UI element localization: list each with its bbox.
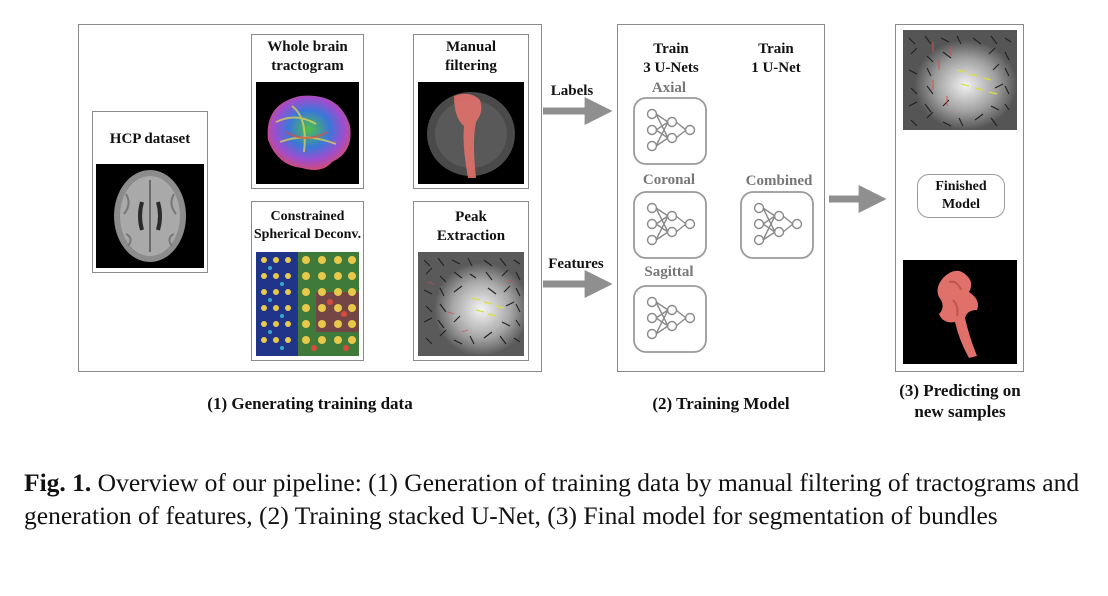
combined-label: Combined [745, 173, 813, 189]
train-1-unet-label: Train 1 U-Net [751, 41, 801, 76]
input-peak-image [903, 30, 1017, 130]
finished-model-label: Finished Model [935, 179, 987, 212]
unet-network-icons [633, 97, 814, 353]
peak-field-image [418, 252, 524, 356]
sagittal-label: Sagittal [644, 264, 694, 280]
figure-number: Fig. 1. [24, 468, 92, 497]
coronal-label: Coronal [642, 172, 696, 188]
tractogram-image [256, 82, 359, 184]
panel2-caption: (2) Training Model [652, 394, 790, 413]
tractogram-label: Whole brain tractogram [267, 39, 348, 74]
manual-filtering-label: Manual filtering [445, 39, 497, 74]
train-3-unets-label: Train 3 U-Nets [643, 41, 699, 76]
finished-model-box [917, 174, 1005, 218]
predicted-bundle-image [903, 260, 1017, 364]
peak-extraction-label: Peak Extraction [436, 209, 506, 244]
figure-caption: Fig. 1. Overview of our pipeline: (1) Ge… [24, 466, 1088, 532]
features-arrow-text: Features [548, 256, 604, 272]
panel1-caption: (1) Generating training data [207, 394, 413, 413]
hcp-mri-image [96, 164, 204, 268]
figure-caption-text: Overview of our pipeline: (1) Generation… [24, 468, 1080, 531]
csd-glyphs-image [256, 252, 359, 356]
filtered-bundle-image [418, 82, 524, 184]
csd-label: Constrained Spherical Deconv. [253, 209, 362, 242]
labels-arrow-text: Labels [550, 83, 594, 99]
axial-label: Axial [651, 80, 687, 96]
panel3-caption: (3) Predicting on new samples [899, 381, 1021, 422]
hcp-dataset-label: HCP dataset [109, 131, 191, 147]
